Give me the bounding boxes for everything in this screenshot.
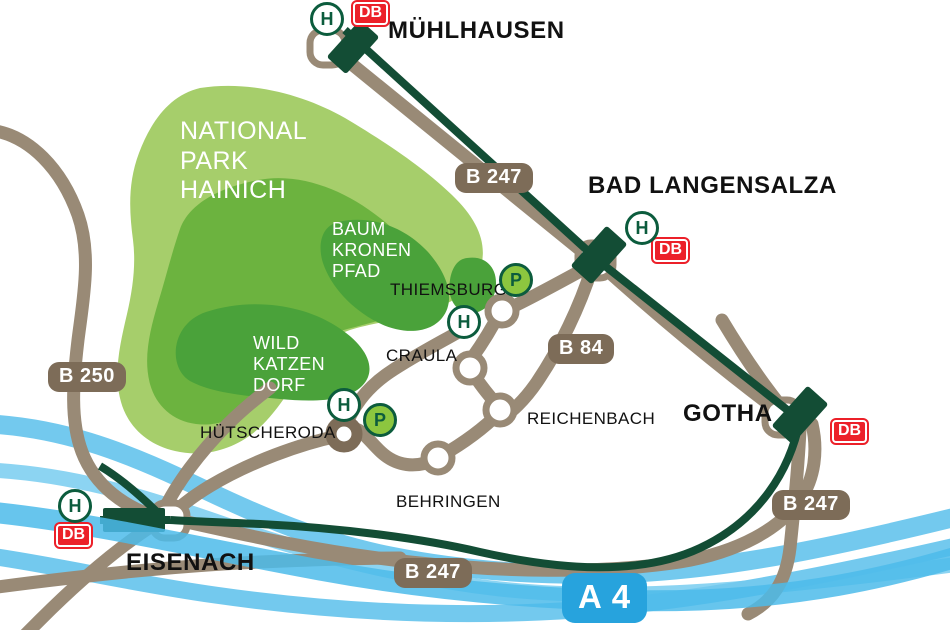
node-behringen — [420, 440, 456, 476]
bus-stop-icon-eisenach[interactable]: H — [58, 489, 92, 523]
db-icon-bad-langensalza[interactable]: DB — [653, 239, 689, 262]
road-b247-north — [320, 37, 601, 268]
autobahn-layer — [0, 502, 950, 612]
road-eisenach-north — [156, 381, 277, 519]
rail-station-layer — [103, 20, 828, 532]
db-icon-muehlhausen[interactable]: DB — [353, 2, 389, 25]
road-shield-b247-north[interactable]: B 247 — [455, 163, 533, 193]
autobahn-shield-a4[interactable]: A 4 — [562, 573, 648, 623]
road-shield-b250[interactable]: B 250 — [48, 362, 126, 392]
parking-icon-huetscheroda[interactable]: P — [363, 403, 397, 437]
parking-icon-thiemsburg[interactable]: P — [499, 263, 533, 297]
node-thiemsburg — [484, 293, 520, 329]
road-eisenach-southeast — [171, 417, 822, 577]
rail-station-gotha — [772, 386, 828, 444]
road-b250 — [0, 125, 167, 525]
road-shield-b84[interactable]: B 84 — [548, 334, 615, 364]
node-craula — [452, 350, 488, 386]
bus-stop-icon-bad-langensalza[interactable]: H — [625, 211, 659, 245]
db-icon-eisenach[interactable]: DB — [56, 524, 92, 547]
road-shield-b247-south[interactable]: B 247 — [394, 558, 472, 588]
db-icon-gotha[interactable]: DB — [832, 420, 868, 443]
park-dark-leaf-shape — [320, 219, 450, 331]
node-reichenbach — [482, 392, 518, 428]
road-shield-b247-east[interactable]: B 247 — [772, 490, 850, 520]
bus-stop-icon-huetscheroda[interactable]: H — [327, 388, 361, 422]
rail-station-bad-langensalza — [571, 226, 627, 284]
rail-station-muehlhausen — [327, 20, 379, 74]
park-dark-wildcat-shape — [175, 304, 370, 401]
node-huetscheroda — [325, 415, 363, 453]
rail-gotha-eisenach — [169, 419, 804, 572]
bus-stop-icon-thiemsburg[interactable]: H — [447, 305, 481, 339]
national-park-area — [117, 85, 497, 454]
bus-stop-icon-muehlhausen[interactable]: H — [310, 2, 344, 36]
a4-corridor — [0, 502, 950, 612]
park-dark-accent-shape — [449, 257, 497, 314]
